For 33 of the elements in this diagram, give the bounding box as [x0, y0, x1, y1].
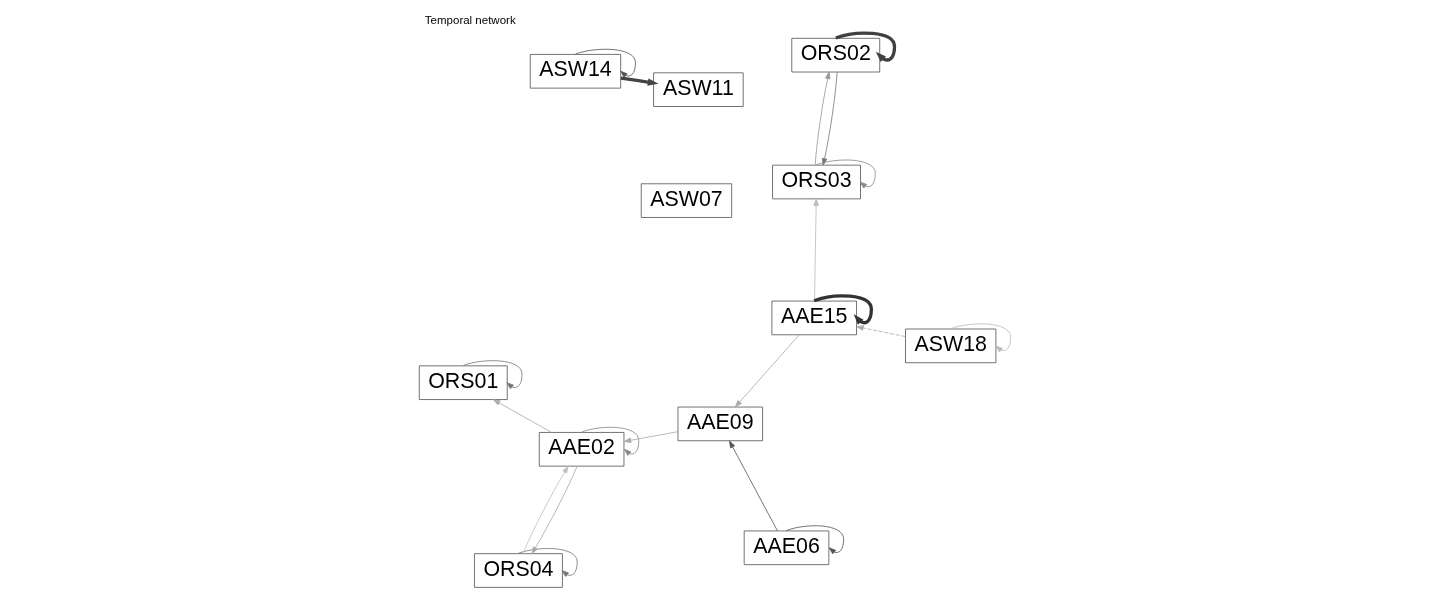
arrow — [517, 548, 578, 577]
arrow — [834, 31, 896, 62]
node-box: AAE09 — [677, 406, 763, 442]
node-box: ORS02 — [790, 37, 880, 73]
arrow — [855, 325, 906, 337]
arrow — [821, 71, 837, 166]
arrow — [734, 334, 800, 408]
arrow — [813, 294, 873, 325]
arrow — [728, 440, 778, 532]
node-box: ASW07 — [640, 183, 732, 218]
arrow — [531, 465, 578, 554]
arrow — [623, 431, 678, 443]
arrow — [492, 399, 552, 433]
arrow — [785, 525, 844, 555]
arrow — [949, 323, 1011, 353]
node-box: ASW14 — [529, 54, 621, 89]
node-box: AAE02 — [538, 432, 624, 467]
node-box: ORS04 — [473, 553, 563, 588]
arrow — [620, 76, 658, 86]
arrow — [580, 426, 639, 456]
node-box: ASW11 — [652, 72, 744, 107]
node-box: ASW18 — [904, 328, 996, 364]
arrow — [522, 465, 568, 555]
node-box: ORS03 — [771, 164, 861, 200]
arrow — [815, 159, 876, 189]
node-box: ORS01 — [418, 365, 508, 400]
arrow — [814, 71, 830, 166]
node-box: AAE06 — [743, 530, 829, 566]
arrow — [812, 198, 819, 302]
arrow — [574, 48, 636, 78]
arrow — [462, 360, 522, 390]
node-box: AAE15 — [771, 300, 857, 336]
diagram-title: Temporal network — [424, 14, 516, 27]
